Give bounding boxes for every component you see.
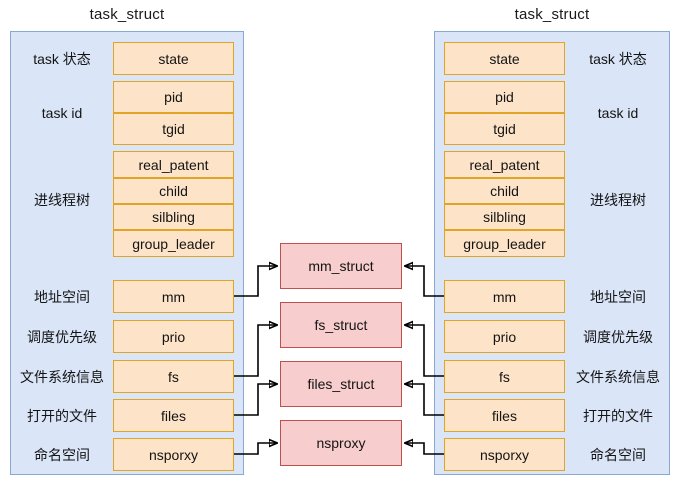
- page-title-right: task_struct: [514, 6, 590, 23]
- label-process-tree-left: 进线程树: [34, 192, 90, 208]
- shared-struct-files-struct[interactable]: files_struct: [280, 361, 402, 407]
- field-files-left[interactable]: files: [113, 399, 234, 432]
- label-process-tree-right: 进线程树: [590, 192, 646, 208]
- shared-struct-nsproxy[interactable]: nsproxy: [280, 420, 402, 466]
- label-task-id-right: task id: [597, 105, 639, 121]
- label-address-space-left: 地址空间: [34, 288, 90, 305]
- label-open-files-left: 打开的文件: [27, 407, 97, 424]
- field-mm-right[interactable]: mm: [444, 280, 565, 313]
- label-fs-info-right: 文件系统信息: [576, 368, 660, 385]
- field-pid-left[interactable]: pid: [113, 81, 234, 113]
- field-fs-right[interactable]: fs: [444, 360, 565, 393]
- field-files-right[interactable]: files: [444, 399, 565, 432]
- field-silbling-left[interactable]: silbling: [113, 204, 234, 230]
- field-prio-right[interactable]: prio: [444, 320, 565, 353]
- field-tgid-left[interactable]: tgid: [113, 113, 234, 145]
- label-namespace-right: 命名空间: [590, 446, 646, 463]
- label-sched-prio-left: 调度优先级: [27, 328, 97, 345]
- label-task-state-left: task 状态: [33, 50, 91, 67]
- field-real-patent-left[interactable]: real_patent: [113, 151, 234, 178]
- field-group-leader-left[interactable]: group_leader: [113, 230, 234, 257]
- label-sched-prio-right: 调度优先级: [583, 328, 653, 345]
- shared-struct-fs-struct[interactable]: fs_struct: [280, 302, 402, 348]
- field-pid-right[interactable]: pid: [444, 81, 565, 113]
- label-open-files-right: 打开的文件: [583, 407, 653, 424]
- field-silbling-right[interactable]: silbling: [444, 204, 565, 230]
- field-state-left[interactable]: state: [113, 42, 234, 75]
- field-fs-left[interactable]: fs: [113, 360, 234, 393]
- field-nsporxy-left[interactable]: nsporxy: [113, 438, 234, 471]
- field-child-right[interactable]: child: [444, 178, 565, 204]
- label-address-space-right: 地址空间: [590, 288, 646, 305]
- page-title-left: task_struct: [89, 6, 165, 23]
- field-real-patent-right[interactable]: real_patent: [444, 151, 565, 178]
- field-prio-left[interactable]: prio: [113, 320, 234, 353]
- label-fs-info-left: 文件系统信息: [20, 368, 104, 385]
- label-namespace-left: 命名空间: [34, 446, 90, 463]
- field-mm-left[interactable]: mm: [113, 280, 234, 313]
- field-child-left[interactable]: child: [113, 178, 234, 204]
- label-task-state-right: task 状态: [589, 50, 647, 67]
- field-tgid-right[interactable]: tgid: [444, 113, 565, 145]
- field-nsporxy-right[interactable]: nsporxy: [444, 438, 565, 471]
- label-task-id-left: task id: [41, 105, 83, 121]
- field-group-leader-right[interactable]: group_leader: [444, 230, 565, 257]
- shared-struct-mm-struct[interactable]: mm_struct: [280, 243, 402, 289]
- field-state-right[interactable]: state: [444, 42, 565, 75]
